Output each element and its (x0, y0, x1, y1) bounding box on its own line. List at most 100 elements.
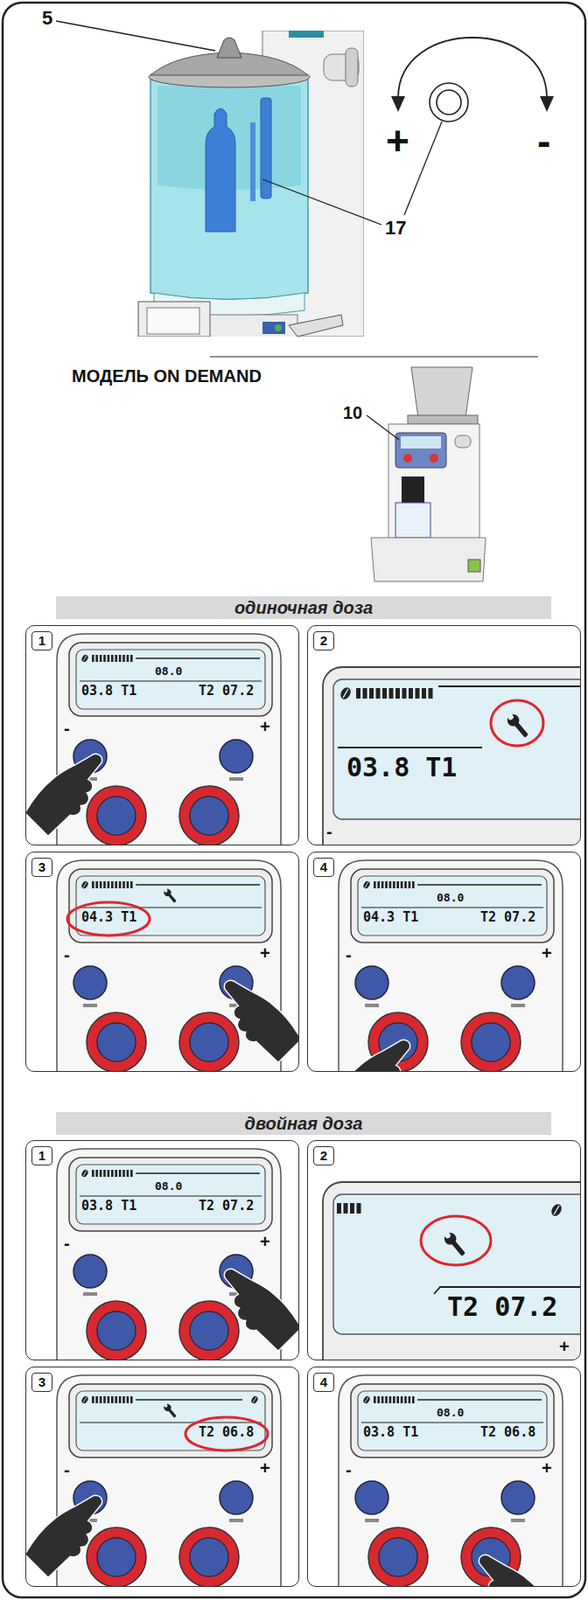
bean-line (83, 882, 87, 889)
level-bar (126, 882, 130, 889)
button-sign: + (259, 1460, 271, 1478)
display-reading: 08.0 (436, 892, 464, 904)
level-bar (369, 688, 374, 700)
base (371, 538, 486, 582)
bean-shape (362, 1396, 371, 1407)
level-bar (392, 1397, 396, 1405)
level-bar (111, 882, 114, 889)
wrench-head (162, 1403, 173, 1414)
bean-icon (80, 881, 90, 891)
dose-button-center (189, 1312, 229, 1351)
leader-line (56, 21, 216, 51)
button-sign: - (345, 946, 352, 965)
display-bezel (350, 869, 554, 944)
level-bar (126, 655, 130, 663)
bean-line (343, 689, 349, 699)
display-reading: T2 06.8 (480, 1427, 536, 1441)
bean-shape (338, 686, 353, 702)
wrench-notch (163, 1404, 168, 1409)
level-bar (389, 688, 394, 700)
level-bar (103, 1170, 106, 1178)
panel-art-clip (26, 634, 281, 846)
cup-mark (83, 1004, 98, 1008)
level-bar (400, 1397, 404, 1405)
level-bar (91, 655, 95, 663)
panel-art-clip (26, 1376, 281, 1588)
level-bar (95, 655, 98, 663)
button-sign: + (541, 945, 553, 963)
bean-shape (80, 1169, 90, 1180)
grinder-hopper-illustration (138, 30, 364, 337)
button-sign: - (326, 823, 333, 841)
collar (407, 415, 478, 425)
display-reading: T2 07.2 (198, 1200, 254, 1214)
level-bar (122, 1397, 126, 1405)
level-bar (119, 655, 122, 663)
bean-icon (80, 1169, 90, 1180)
inner-rod (260, 98, 272, 199)
bean-icon (549, 1203, 564, 1219)
progress-line (135, 1173, 260, 1176)
lcd-display (76, 876, 266, 937)
arrow-head (539, 96, 554, 112)
panel-art (338, 1376, 563, 1600)
switch (262, 322, 286, 335)
level-bar (91, 1170, 95, 1178)
level-bar (114, 655, 118, 663)
hand-shape (26, 754, 103, 837)
bean-line (364, 882, 369, 889)
level-bar (122, 1170, 126, 1178)
button-sign: - (63, 1235, 70, 1253)
lcd-display (76, 650, 266, 710)
dose-button (179, 1013, 239, 1072)
level-bar (428, 688, 434, 700)
dose-button (179, 1528, 239, 1588)
spout (401, 476, 425, 504)
spout-front (147, 308, 200, 335)
adjust-button (73, 966, 107, 1001)
display-divider (361, 1422, 544, 1424)
display-reading: T2 07.2 (447, 1295, 558, 1322)
side-handle (345, 48, 358, 87)
bean-line (83, 1171, 87, 1177)
step-number: 1 (31, 631, 53, 651)
display-reading: 03.8 T1 (81, 1200, 137, 1214)
level-bar (415, 688, 420, 700)
level-bar (396, 1397, 399, 1405)
bean-shape (80, 654, 90, 665)
level-bar (356, 688, 361, 700)
pressing-hand (224, 980, 299, 1064)
display-reading: 08.0 (436, 1407, 464, 1420)
dose-button (86, 1013, 147, 1072)
bean-shape (362, 881, 371, 891)
level-bar (376, 688, 381, 700)
leader-line (262, 179, 382, 225)
level-bar (99, 655, 103, 663)
pressing-hand (333, 1040, 411, 1072)
holder (395, 503, 431, 539)
adjust-button (501, 966, 535, 1001)
dose-button (86, 1302, 147, 1361)
display-reading: 03.8 T1 (363, 1427, 419, 1441)
hand-shape (478, 1555, 556, 1588)
wrench-notch (506, 714, 515, 722)
adjust-button (501, 1482, 535, 1516)
dose-button (179, 1302, 239, 1361)
level-bar (382, 688, 387, 700)
adjust-knob (429, 83, 469, 122)
dose-button (368, 1528, 428, 1588)
lever (288, 315, 343, 337)
progress-line (417, 1400, 542, 1402)
button-sign: + (259, 945, 271, 963)
level-bar (111, 1397, 114, 1405)
level-bar (343, 1204, 349, 1215)
level-bar (396, 882, 399, 889)
dose-button (179, 786, 239, 846)
display-bezel (69, 1158, 273, 1232)
callout-number: 5 (42, 8, 53, 28)
level-bar (107, 655, 111, 663)
level-bar (91, 882, 95, 889)
bean-icon (362, 881, 371, 891)
wrench-icon (161, 888, 178, 905)
